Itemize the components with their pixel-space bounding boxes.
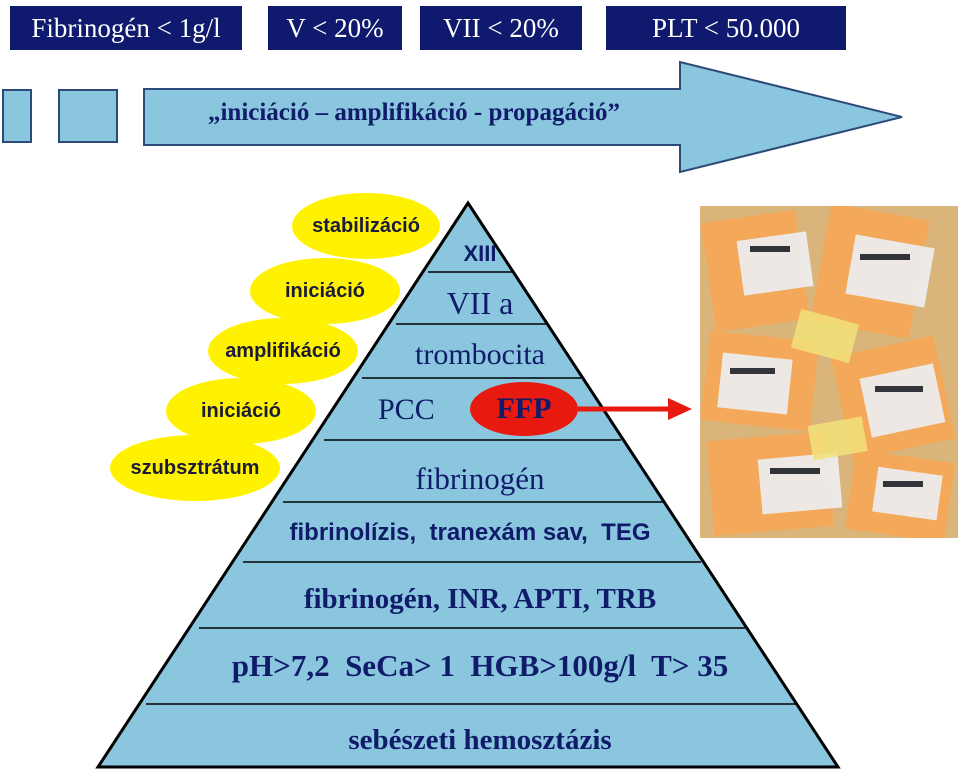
label-ffp: FFP — [496, 392, 552, 425]
label-vii-a: VII a — [446, 285, 514, 321]
label-trombocita: trombocita — [415, 338, 545, 371]
square-2 — [58, 89, 118, 143]
header-box-v: V < 20% — [268, 6, 402, 50]
label-base: sebészeti hemosztázis — [348, 724, 612, 756]
header-box-fibrinogen: Fibrinogén < 1g/l — [10, 6, 242, 50]
square-1 — [2, 89, 32, 143]
label-labs: fibrinogén, INR, APTI, TRB — [303, 583, 657, 615]
arrow-text: „iniciáció – amplifikáció - propagáció” — [207, 99, 621, 126]
ffp-bags-photo — [700, 206, 958, 538]
ellipse-amplifikacio: amplifikáció — [208, 318, 358, 384]
ellipse-iniciacio: iniciáció — [166, 378, 316, 444]
label-pcc: PCC — [378, 393, 435, 426]
label-fibrinolizis: fibrinolízis, tranexám sav, TEG — [289, 519, 651, 546]
label-xiii: XIII — [463, 241, 497, 266]
ellipse-szubsztratum: szubsztrátum — [110, 435, 280, 501]
header-box-plt: PLT < 50.000 — [606, 6, 846, 50]
process-arrow — [143, 60, 903, 174]
ellipse-stabilizacio: stabilizáció — [292, 193, 440, 259]
label-targets: pH>7,2 SeCa> 1 HGB>100g/l T> 35 — [231, 648, 729, 683]
ellipse-iniciacio-top: iniciáció — [250, 258, 400, 324]
label-fibrinogen: fibrinogén — [415, 461, 545, 496]
header-box-vii: VII < 20% — [420, 6, 582, 50]
ffp-oval — [470, 382, 578, 436]
